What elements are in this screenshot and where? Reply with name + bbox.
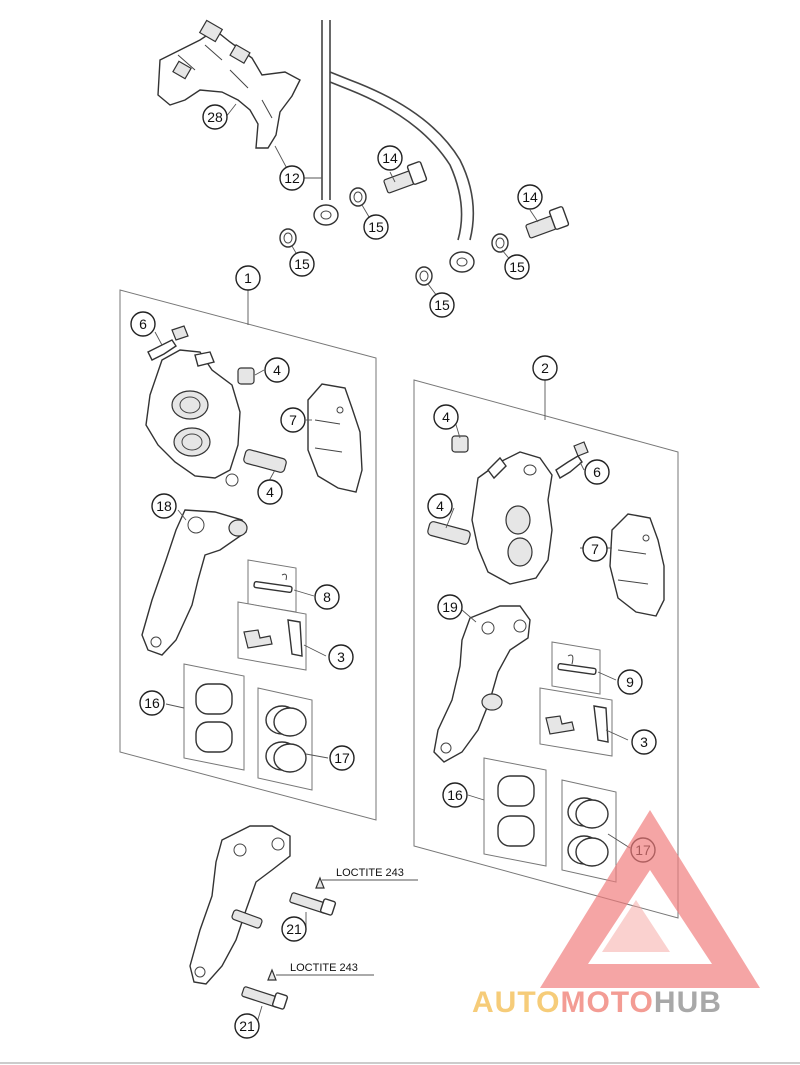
callout-1-label: 1 <box>244 270 252 286</box>
callout-28-label: 28 <box>207 109 223 125</box>
brake-caliper-2 <box>471 451 553 585</box>
callout-12: 12 <box>279 165 305 191</box>
caliper-support-18 <box>141 509 248 656</box>
callout-4-d: 4 <box>427 493 453 519</box>
callout-12-label: 12 <box>284 170 300 186</box>
callout-15-d: 15 <box>504 254 530 280</box>
callout-4-a: 4 <box>264 357 290 383</box>
watermark-text: AUTOMOTOHUB <box>472 986 722 1019</box>
sealing-washers-15 <box>279 187 509 286</box>
callout-14-right-label: 14 <box>522 189 538 205</box>
callout-16-right: 16 <box>442 782 468 808</box>
caliper-support-19 <box>433 605 531 763</box>
spring-set-3-left <box>237 601 307 671</box>
piston-set-16-left <box>183 663 245 771</box>
pin-4-left-bottom <box>243 449 287 473</box>
callout-28: 28 <box>202 104 228 130</box>
loctite-note-lower: LOCTITE 243 <box>290 962 358 974</box>
callout-15-c: 15 <box>429 292 455 318</box>
automotohub-watermark: AUTOMOTOHUB <box>472 810 760 1019</box>
callout-14-right: 14 <box>517 184 543 210</box>
callout-19: 19 <box>437 594 463 620</box>
callout-21-upper: 21 <box>281 916 307 942</box>
callout-7-left-label: 7 <box>289 412 297 428</box>
seal-set-17-left <box>257 687 313 791</box>
pin-4-right-bottom <box>427 521 471 545</box>
callout-15-b-label: 15 <box>368 219 384 235</box>
callout-6-left: 6 <box>130 311 156 337</box>
callout-21-lower-label: 21 <box>239 1018 255 1034</box>
callout-21-lower: 21 <box>234 1013 260 1039</box>
callout-17-left-label: 17 <box>334 750 350 766</box>
callout-8-label: 8 <box>323 589 331 605</box>
callout-3-left: 3 <box>328 644 354 670</box>
callout-16-left: 16 <box>139 690 165 716</box>
bolt-21-upper <box>289 876 337 916</box>
callout-14-left-label: 14 <box>382 150 398 166</box>
callout-1: 1 <box>235 265 261 291</box>
pin-4-right-top <box>451 435 469 453</box>
banjo-bolt-14-left <box>383 161 428 194</box>
callout-18: 18 <box>151 493 177 519</box>
pin-4-left-top <box>237 367 255 385</box>
callout-4-b: 4 <box>257 479 283 505</box>
callout-9-label: 9 <box>626 674 634 690</box>
callout-4-a-label: 4 <box>273 362 281 378</box>
caliper-support-bottom <box>189 825 291 985</box>
callout-9: 9 <box>617 669 643 695</box>
callout-15-d-label: 15 <box>509 259 525 275</box>
callout-7-left: 7 <box>280 407 306 433</box>
callout-2: 2 <box>532 355 558 381</box>
pin-set-9 <box>551 641 601 695</box>
callout-3-right-label: 3 <box>640 734 648 750</box>
bleed-screw-6-left <box>147 325 189 361</box>
callout-15-a: 15 <box>289 251 315 277</box>
callout-16-right-label: 16 <box>447 787 463 803</box>
bleed-screw-6-right <box>555 441 589 479</box>
callout-14-left: 14 <box>377 145 403 171</box>
callout-6-right: 6 <box>584 459 610 485</box>
pin-set-8 <box>247 559 297 613</box>
callout-4-c: 4 <box>433 404 459 430</box>
callout-4-b-label: 4 <box>266 484 274 500</box>
callout-6-right-label: 6 <box>593 464 601 480</box>
watermark-triangle-logo <box>540 810 760 988</box>
watermark-triangle-inner <box>602 900 670 952</box>
callout-21-upper-label: 21 <box>286 921 302 937</box>
callout-6-left-label: 6 <box>139 316 147 332</box>
watermark-hub: HUB <box>654 986 722 1019</box>
callout-15-b: 15 <box>363 214 389 240</box>
callout-2-label: 2 <box>541 360 549 376</box>
callout-7-right-label: 7 <box>591 541 599 557</box>
callout-15-c-label: 15 <box>434 297 450 313</box>
callout-3-left-label: 3 <box>337 649 345 665</box>
watermark-auto: AUTO <box>472 986 560 1019</box>
bolt-21-lower <box>241 968 289 1010</box>
loctite-note-upper: LOCTITE 243 <box>336 867 404 879</box>
seal-set-17-right <box>561 779 617 883</box>
brake-caliper-1 <box>145 349 241 487</box>
callout-3-right: 3 <box>631 729 657 755</box>
brake-pad-7-left <box>307 383 363 493</box>
callout-18-label: 18 <box>156 498 172 514</box>
callout-8: 8 <box>314 584 340 610</box>
callout-16-left-label: 16 <box>144 695 160 711</box>
callout-7-right: 7 <box>582 536 608 562</box>
brake-pad-7-right <box>609 513 665 617</box>
banjo-bolt-14-right <box>525 206 570 239</box>
callout-4-d-label: 4 <box>436 498 444 514</box>
callout-4-c-label: 4 <box>442 409 450 425</box>
piston-set-16-right <box>483 757 547 867</box>
brake-line-bracket-28 <box>157 19 301 149</box>
spring-set-3-right <box>539 687 613 757</box>
callout-15-a-label: 15 <box>294 256 310 272</box>
callout-19-label: 19 <box>442 599 458 615</box>
brake-line-12 <box>313 20 475 273</box>
watermark-moto: MOTO <box>560 986 653 1019</box>
callout-17-left: 17 <box>329 745 355 771</box>
